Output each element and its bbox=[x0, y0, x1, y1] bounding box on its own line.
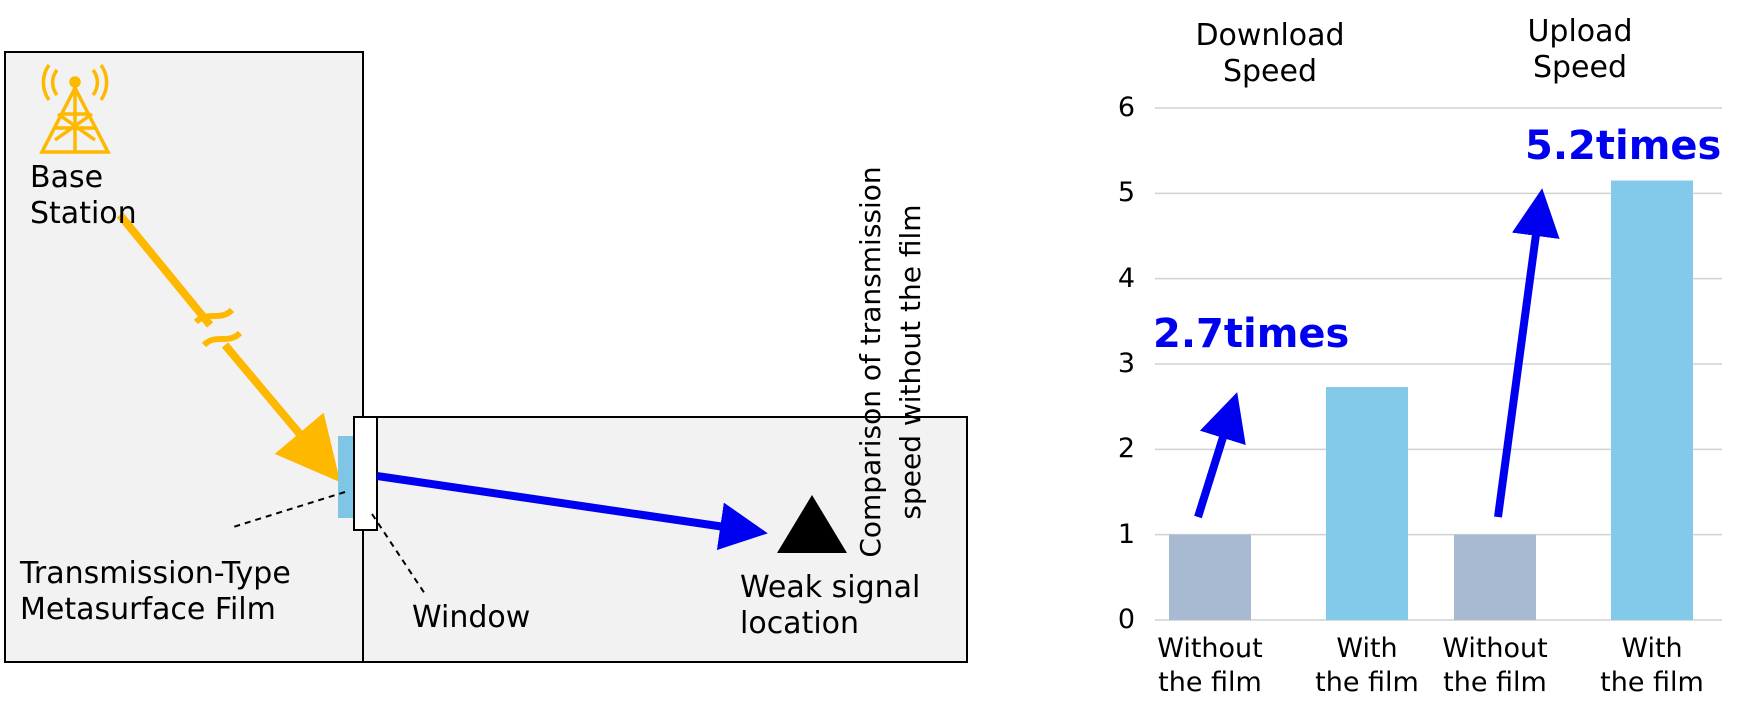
group-title-download: Download Speed bbox=[1195, 18, 1345, 89]
y-axis-label: Comparison of transmission speed without… bbox=[854, 166, 927, 558]
y-tick-label: 6 bbox=[1117, 92, 1135, 123]
window bbox=[353, 416, 378, 531]
incoming-signal-ray bbox=[116, 212, 341, 483]
x-tick-label: With the film bbox=[1600, 633, 1704, 698]
radio-tower-icon bbox=[39, 63, 111, 154]
group-title-upload: Upload Speed bbox=[1527, 14, 1633, 85]
outgoing-signal-ray bbox=[376, 472, 768, 551]
bar-upload-without-film bbox=[1454, 534, 1536, 620]
indoor-room bbox=[362, 416, 968, 663]
bar-download-with-film bbox=[1326, 387, 1408, 620]
download-increase-arrow bbox=[1194, 392, 1246, 519]
upload-annotation: 5.2times bbox=[1525, 123, 1722, 169]
x-tick-label: With the film bbox=[1315, 633, 1419, 698]
download-annotation: 2.7times bbox=[1153, 311, 1350, 357]
x-tick-label: Without the film bbox=[1157, 633, 1263, 698]
y-tick-label: 3 bbox=[1117, 348, 1135, 379]
upload-increase-arrow bbox=[1494, 188, 1560, 518]
base-station-label: Base Station bbox=[30, 160, 137, 231]
window-label: Window bbox=[412, 600, 531, 635]
bar-download-without-film bbox=[1169, 534, 1251, 620]
weak-signal-label: Weak signal location bbox=[740, 570, 921, 641]
bar-upload-with-film bbox=[1611, 180, 1693, 621]
y-tick-label: 5 bbox=[1117, 177, 1135, 209]
metasurface-film bbox=[338, 436, 354, 518]
black-triangle-icon bbox=[777, 495, 847, 553]
film-label: Transmission-Type Metasurface Film bbox=[20, 556, 291, 627]
y-tick-label: 1 bbox=[1117, 518, 1135, 550]
y-tick-label: 0 bbox=[1117, 604, 1135, 635]
y-tick-label: 2 bbox=[1117, 433, 1135, 465]
y-tick-label: 4 bbox=[1117, 262, 1135, 294]
film-leader-line bbox=[229, 491, 346, 529]
x-tick-label: Without the film bbox=[1442, 633, 1548, 698]
window-leader-line bbox=[371, 513, 426, 595]
